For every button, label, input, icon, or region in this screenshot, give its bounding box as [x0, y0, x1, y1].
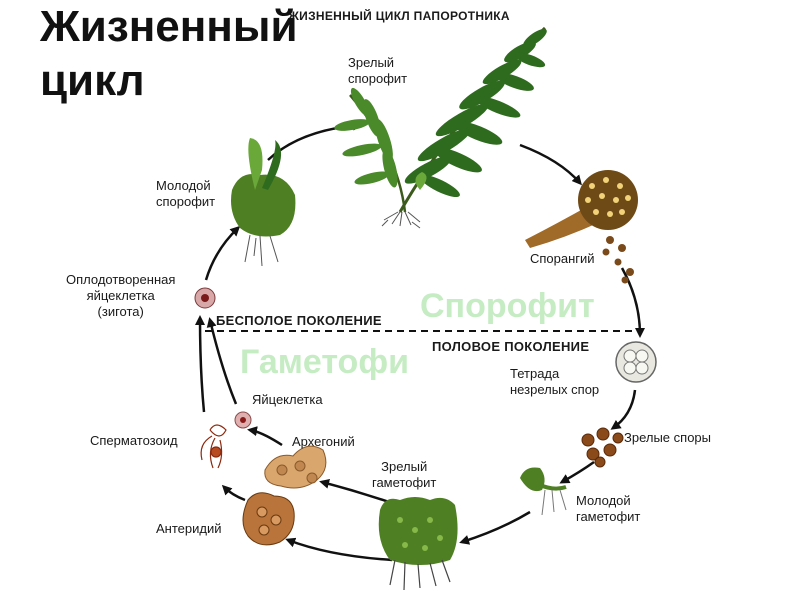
overlay-sporophyte: Спорофит — [420, 287, 595, 325]
label-asexual-generation: БЕСПОЛОЕ ПОКОЛЕНИЕ — [216, 313, 382, 328]
arrow-gam-to-antheridium — [285, 537, 393, 562]
label-tetrad: Тетрада незрелых спор — [510, 366, 600, 397]
tetrad-illustration — [615, 341, 657, 383]
arrow-young-gam-to-mature-gam — [459, 510, 531, 545]
mature-sporophyte-illustration — [334, 26, 547, 229]
label-sexual-generation: ПОЛОВОЕ ПОКОЛЕНИЕ — [432, 339, 590, 354]
label-spermatozoid: Сперматозоид — [90, 433, 178, 448]
young-sporophyte-illustration — [231, 138, 296, 267]
archegonium-illustration — [264, 445, 327, 489]
diagram-title: ЖИЗНЕННЫЙ ЦИКЛ ПАПОРОТНИКА — [288, 9, 510, 23]
label-egg: Яйцеклетка — [252, 392, 323, 407]
label-zygote: Оплодотворенная яйцеклетка (зигота) — [66, 272, 176, 319]
cycle-arrows — [195, 120, 645, 562]
arrow-egg-to-zygote — [206, 317, 238, 405]
arrow-sperm-to-zygote — [195, 315, 206, 413]
arrow-spores-to-young-gam — [559, 460, 595, 484]
label-young-gametophyte: Молодой гаметофит — [576, 493, 641, 524]
spermatozoid-illustration — [200, 424, 227, 469]
label-sporangium: Спорангий — [530, 251, 595, 266]
label-young-sporophyte: Молодой спорофит — [156, 178, 216, 209]
label-mature-sporophyte: Зрелый спорофит — [348, 55, 408, 86]
sporangium-illustration — [525, 170, 638, 284]
label-antheridium: Антеридий — [156, 521, 222, 536]
zygote-illustration — [194, 287, 216, 309]
young-gametophyte-illustration — [520, 467, 567, 516]
label-mature-spores: Зрелые споры — [624, 430, 711, 445]
overlay-gametophyte: Гаметофи — [240, 343, 409, 381]
antheridium-illustration — [242, 492, 295, 546]
slide-title: Жизненный цикл — [40, 2, 298, 105]
arrow-antheridium-to-sperm — [221, 484, 246, 502]
arrow-tetrad-to-spores — [610, 389, 637, 430]
arrow-zygote-to-young — [204, 225, 241, 281]
mature-spores-illustration — [581, 427, 624, 468]
egg-illustration — [234, 411, 252, 429]
mature-gametophyte-illustration — [378, 497, 458, 591]
arrow-sporangium-to-tetrad — [620, 267, 645, 338]
arrow-mature-to-sporangium — [519, 143, 582, 186]
arrow-archegonium-to-egg — [247, 426, 283, 447]
label-archegonium: Архегоний — [292, 434, 355, 449]
label-mature-gametophyte: Зрелый гаметофит — [372, 459, 437, 490]
